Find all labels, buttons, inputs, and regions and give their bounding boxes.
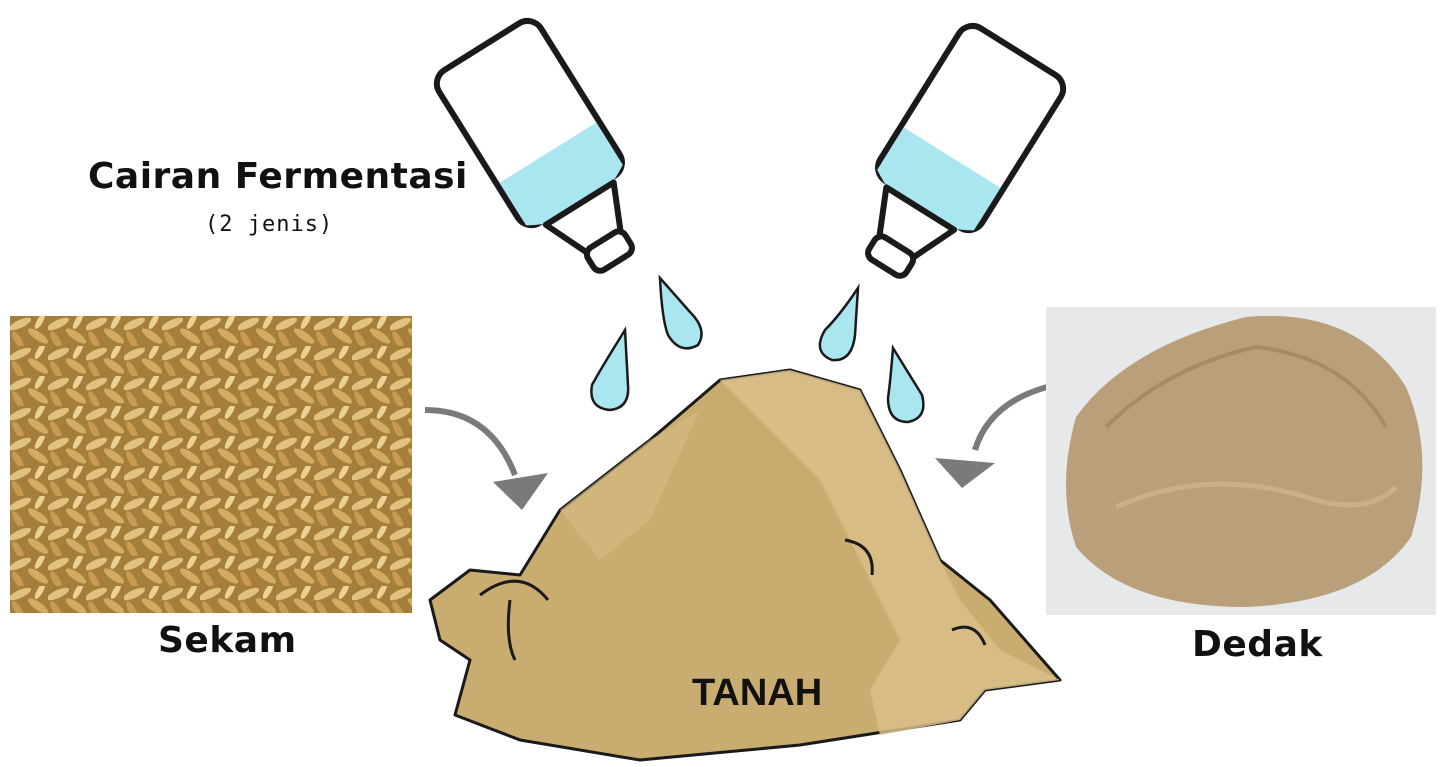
tanah-label: TANAH [692,672,823,714]
title-label: Cairan Fermentasi [88,156,468,197]
bottle-icon [433,17,635,274]
bottle-icon [865,22,1067,279]
soil-pile [428,368,1062,762]
droplet-icon [818,283,860,362]
rice-husk-photo [10,316,412,613]
sekam-label: Sekam [158,620,297,661]
arrow-icon [935,382,1056,488]
arrow-icon [424,407,548,510]
droplet-icon [658,274,703,350]
rice-bran-photo [1046,307,1436,615]
subtitle-label: (2 jenis) [205,212,334,237]
droplet-icon [886,344,925,424]
droplet-icon [590,325,630,412]
dedak-label: Dedak [1192,624,1323,665]
